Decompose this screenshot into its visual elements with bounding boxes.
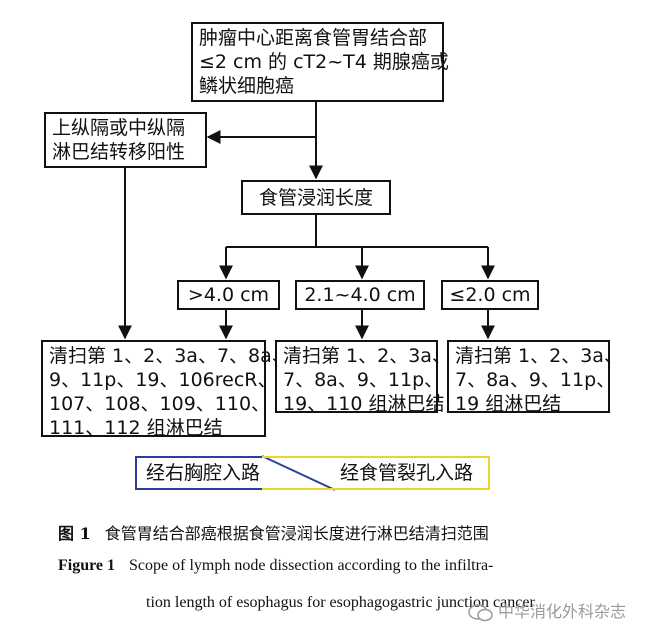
dissect-mid-line-3: 19、110 组淋巴结 <box>283 393 445 415</box>
dissect-over4-line-4: 111、112 组淋巴结 <box>49 417 223 439</box>
criteria-line-2: ≤2 cm 的 cT2~T4 期腺癌或 <box>199 51 449 73</box>
mediastinal-line-2: 淋巴结转移阳性 <box>52 141 186 163</box>
dissect-under2-line-1: 清扫第 1、2、3a、 <box>455 345 623 367</box>
dissect-over4-line-3: 107、108、109、110、 <box>49 393 271 415</box>
caption-english-line-1: Figure 1 Scope of lymph node dissection a… <box>58 557 493 575</box>
criteria-line-3: 鳞状细胞癌 <box>199 75 295 97</box>
wechat-icon <box>468 603 493 621</box>
dissect-mid-box: 清扫第 1、2、3a、 7、8a、9、11p、 19、110 组淋巴结 <box>275 340 451 415</box>
caption-en-label: Figure 1 <box>58 557 116 574</box>
caption-chinese: 图 1 食管胃结合部癌根据食管浸润长度进行淋巴结清扫范围 <box>58 520 489 544</box>
dissect-under2-line-3: 19 组淋巴结 <box>455 393 562 415</box>
watermark: 中华消化外科杂志 <box>468 598 626 622</box>
criteria-box: 肿瘤中心距离食管胃结合部 ≤2 cm 的 cT2~T4 期腺癌或 鳞状细胞癌 <box>191 22 449 102</box>
route-hiatus-frame <box>262 456 490 490</box>
mediastinal-line-1: 上纵隔或中纵隔 <box>52 117 186 139</box>
route-right-chest-frame <box>135 456 335 490</box>
mediastinal-box: 上纵隔或中纵隔 淋巴结转移阳性 <box>44 112 207 168</box>
under2-label: ≤2.0 cm <box>449 284 531 306</box>
dissect-mid-line-1: 清扫第 1、2、3a、 <box>283 345 451 367</box>
caption-en-text-1: Scope of lymph node dissection according… <box>129 557 494 574</box>
over4-label: >4.0 cm <box>187 284 270 306</box>
criteria-line-1: 肿瘤中心距离食管胃结合部 <box>199 27 428 49</box>
caption-english-line-2: tion length of esophagus for esophagogas… <box>146 594 535 611</box>
route-right-chest-label: 经右胸腔入路 <box>146 462 261 484</box>
mid-box: 2.1~4.0 cm <box>295 280 425 310</box>
route-diagonal <box>261 455 336 491</box>
infiltration-label: 食管浸润长度 <box>258 187 373 209</box>
dissect-over4-box: 清扫第 1、2、3a、7、8a、 9、11p、19、106recR、 107、1… <box>41 340 291 439</box>
mid-label: 2.1~4.0 cm <box>304 284 416 306</box>
watermark-text: 中华消化外科杂志 <box>498 602 627 621</box>
under2-box: ≤2.0 cm <box>441 280 539 310</box>
dissect-over4-line-2: 9、11p、19、106recR、 <box>49 369 277 391</box>
caption-cn-text: 食管胃结合部癌根据食管浸润长度进行淋巴结清扫范围 <box>104 524 489 543</box>
dissect-under2-line-2: 7、8a、9、11p、 <box>455 369 616 391</box>
over4-box: >4.0 cm <box>177 280 280 310</box>
route-hiatus-label: 经食管裂孔入路 <box>340 462 474 484</box>
dissect-over4-line-1: 清扫第 1、2、3a、7、8a、 <box>49 345 291 367</box>
caption-cn-label: 图 1 <box>58 524 91 543</box>
dissect-mid-line-2: 7、8a、9、11p、 <box>283 369 444 391</box>
dissect-under2-box: 清扫第 1、2、3a、 7、8a、9、11p、 19 组淋巴结 <box>447 340 623 415</box>
infiltration-box: 食管浸润长度 <box>241 180 391 215</box>
